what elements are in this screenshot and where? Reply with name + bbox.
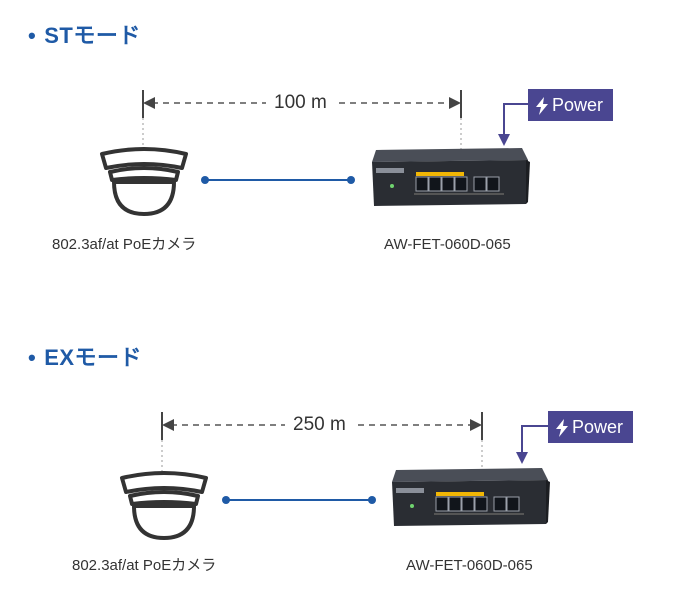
dome-camera-icon [100, 147, 188, 216]
ex-distance-label: 250 m [285, 414, 354, 436]
ex-mode-heading: • EXモード [28, 340, 142, 372]
arrow-down-icon [498, 134, 510, 146]
ex-switch-label: AW-FET-060D-065 [406, 557, 533, 574]
bullet-dot-icon: • [28, 23, 37, 48]
lightning-bolt-icon [556, 419, 568, 438]
ex-mode-title: EXモード [44, 345, 143, 370]
st-dim-arrow-left [143, 97, 155, 109]
ex-cable-end-camera [222, 496, 230, 504]
ex-power-label: Power [572, 417, 624, 437]
st-power-arrow-line [503, 103, 528, 138]
ex-camera-label: 802.3af/at PoEカメラ [72, 557, 217, 574]
st-camera-label: 802.3af/at PoEカメラ [52, 236, 197, 253]
poe-switch-icon [392, 468, 550, 526]
ex-cable-end-switch [368, 496, 376, 504]
arrow-down-icon [516, 452, 528, 464]
st-cable-end-switch [347, 176, 355, 184]
st-distance-label: 100 m [266, 92, 335, 114]
dome-camera-icon [120, 471, 208, 540]
st-mode-heading: • STモード [28, 18, 141, 50]
bullet-dot-icon: • [28, 345, 37, 370]
ex-power-arrow-line [521, 425, 548, 456]
st-power-label: Power [552, 95, 604, 115]
poe-switch-icon [372, 148, 530, 206]
lightning-bolt-icon [536, 97, 548, 116]
st-switch-label: AW-FET-060D-065 [384, 236, 511, 253]
ex-dim-arrow-right [470, 419, 482, 431]
st-mode-title: STモード [44, 23, 141, 48]
st-dim-arrow-right [449, 97, 461, 109]
ex-dim-arrow-left [162, 419, 174, 431]
ex-power-badge: Power [548, 411, 634, 443]
st-power-badge: Power [528, 89, 614, 121]
st-cable-end-camera [201, 176, 209, 184]
